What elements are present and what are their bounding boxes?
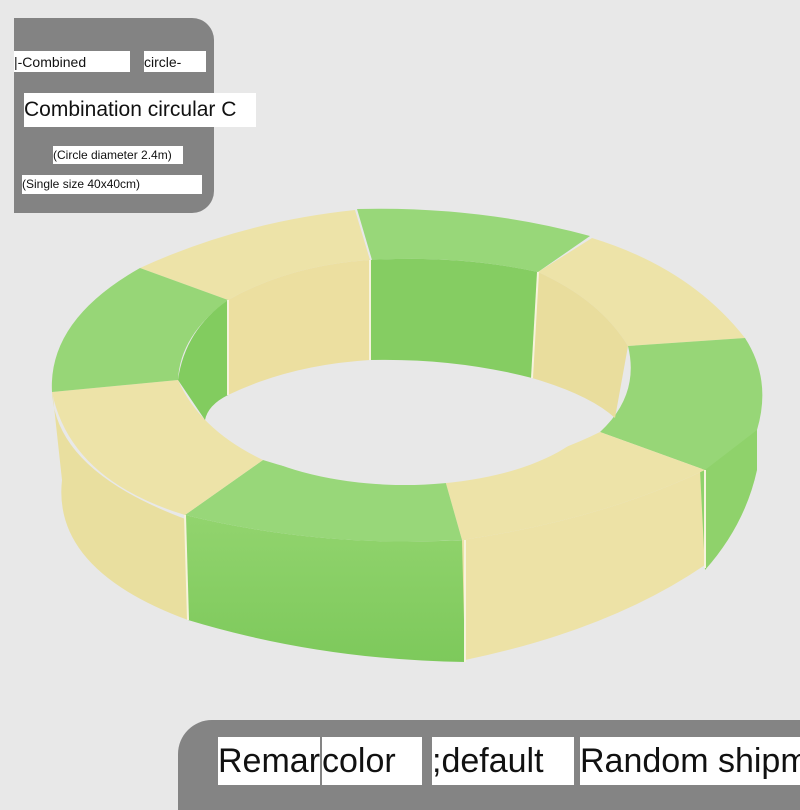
product-title-backdrop: [24, 93, 256, 127]
segment-top-green-left: [51, 268, 229, 392]
color-label: color: [322, 737, 422, 785]
combined-label: |-Combined: [14, 51, 130, 72]
inner-wall-green-left: [178, 300, 228, 420]
circle-label: circle-: [144, 51, 206, 72]
outer-wall-yellow-left: [52, 388, 188, 620]
segment-top-green-back: [357, 208, 590, 272]
outer-wall-green-front: [185, 515, 465, 662]
outer-wall-yellow-front: [462, 470, 705, 660]
segment-top-yellow-front-left: [52, 380, 263, 515]
random-shipment-label: Random shipm: [580, 737, 800, 785]
segment-top-green-front: [185, 460, 462, 542]
segment-top-yellow-front-right: [445, 432, 705, 540]
product-title: Combination circular C: [24, 98, 237, 121]
single-size-text: (Single size 40x40cm): [22, 175, 202, 194]
inner-wall-green-back: [370, 258, 538, 378]
segment-top-yellow-back-left: [140, 210, 370, 300]
segment-top-yellow-back-right: [538, 238, 745, 346]
circle-diameter-text: (Circle diameter 2.4m): [53, 146, 183, 164]
default-label: ;default: [432, 737, 574, 785]
segment-top-green-right: [600, 338, 763, 470]
segment-dividers: [184, 260, 706, 662]
remark-label: Remar: [218, 737, 320, 785]
inner-wall-yellow-right: [532, 272, 628, 418]
inner-wall-yellow-left: [228, 260, 370, 395]
